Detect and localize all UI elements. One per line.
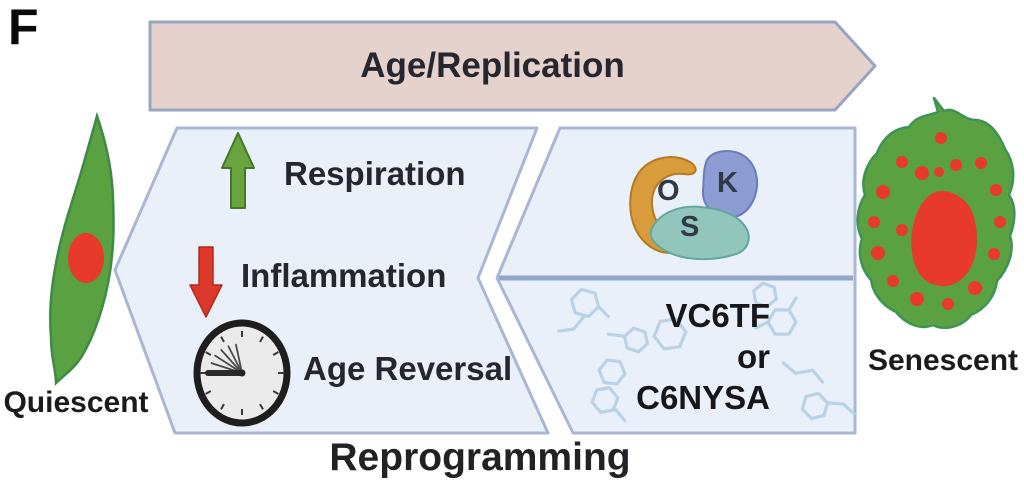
age-replication-label: Age/Replication [360,45,625,85]
panel-label: F [8,0,39,55]
osk-k-blob [701,150,759,219]
compound-line-1: VC6TF [665,297,770,334]
osk-o-label: O [657,175,680,207]
molecule-icon [781,361,825,384]
osk-s-label: S [680,211,700,243]
clock-ticks [200,331,284,415]
molecule-icon [754,296,798,336]
clock-icon [193,319,291,427]
chemical-structures [557,281,856,423]
clock-hand-sweep [210,343,243,374]
senescent-label: Senescent [867,344,1019,377]
clock-center-dot [238,369,246,377]
arrow-up-icon [221,132,255,209]
quiescent-nucleus [68,233,104,283]
senescent-cell [856,96,1016,329]
age-replication-arrow [148,20,877,112]
molecule-icon [652,317,688,351]
inflammation-label: Inflammation [241,257,447,294]
molecule-icon [800,391,856,421]
respiration-label: Respiration [284,155,466,192]
molecule-icon [557,287,610,333]
compound-names: VC6TF or C6NYSA [545,295,770,418]
molecule-icon [597,358,627,386]
osk-k-label: K [717,167,738,199]
molecule-icon [590,386,627,423]
osk-s-blob [649,205,750,261]
senescent-nucleus [911,190,978,287]
arrow-down-icon [189,246,223,318]
senescent-dots [868,132,1006,310]
quiescent-label: Quiescent [3,386,149,419]
molecule-icon [606,326,650,354]
age-reversal-label: Age Reversal [303,350,513,387]
compound-line-2: or [737,338,770,375]
reprogramming-label: Reprogramming [329,436,631,479]
quiescent-cell [49,111,115,387]
osk-complex [629,150,759,261]
compound-line-3: C6NYSA [636,379,770,416]
molecule-icon [752,281,778,309]
